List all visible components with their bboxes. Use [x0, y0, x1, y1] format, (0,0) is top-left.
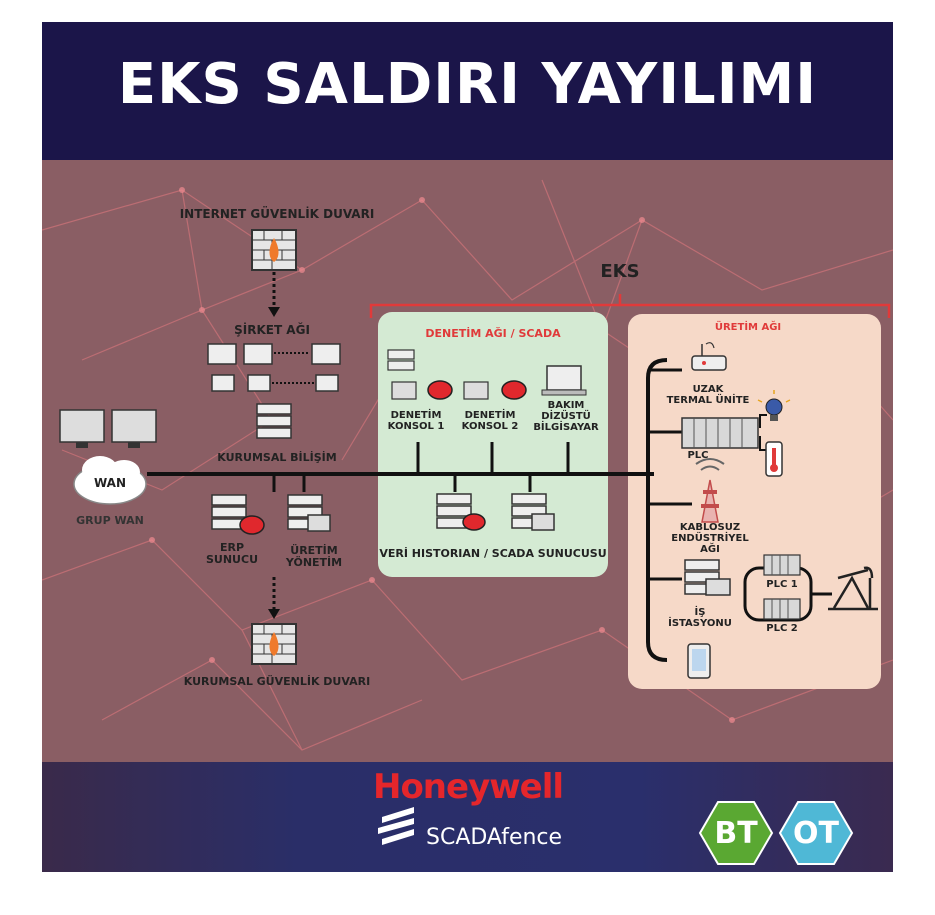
- production-bus: [646, 358, 668, 662]
- network-diagram: [59, 229, 891, 865]
- bt-badge-text: BT: [714, 816, 758, 851]
- honeywell-logo: Honeywell: [372, 767, 564, 807]
- corporate-network-icons: [207, 343, 341, 392]
- infographic: EKS SALDIRI YAYILIMI: [42, 22, 893, 872]
- group-wan-label: GRUP WAN: [76, 514, 144, 527]
- bt-badge: [698, 801, 774, 865]
- thermometer-icon: [765, 441, 783, 477]
- console-1-icon: [387, 349, 453, 400]
- wireless-tower-icon: [695, 458, 725, 523]
- plc-label: PLC: [687, 450, 709, 461]
- pump-jack-icon: [828, 566, 878, 611]
- monitor-icon: [59, 409, 157, 448]
- corporate-network-label: ŞİRKET AĞI: [234, 323, 310, 337]
- eks-bracket: [369, 303, 891, 318]
- mobile-device-icon: [687, 643, 711, 679]
- plc-1-icon: [763, 554, 801, 576]
- firewall-icon: [251, 623, 297, 665]
- plc-1-label: PLC 1: [766, 579, 798, 590]
- corporate-it-label: KURUMSAL BİLİŞİM: [217, 451, 337, 464]
- rtu-icon: [691, 342, 727, 371]
- eks-label: EKS: [600, 261, 640, 282]
- laptop-icon: [541, 365, 587, 396]
- header-banner: EKS SALDIRI YAYILIMI: [42, 22, 893, 160]
- internet-firewall-label: INTERNET GÜVENLİK DUVARI: [179, 207, 375, 221]
- console-2-icon: [463, 380, 527, 400]
- erp-server-icon: [211, 494, 265, 535]
- corporate-firewall-label: KURUMSAL GÜVENLİK DUVARI: [183, 675, 371, 688]
- production-management-icon: [287, 494, 331, 532]
- historian-label: VERİ HISTORIAN / SCADA SUNUCUSU: [379, 547, 607, 560]
- historian-server-icon: [436, 493, 486, 531]
- plc-rack-icon: [681, 417, 759, 449]
- plc-2-icon: [763, 598, 801, 620]
- cloud-icon: [73, 456, 147, 505]
- scadafence-logo: [378, 807, 414, 845]
- firewall-icon: [251, 229, 297, 271]
- ot-badge-text: OT: [793, 816, 839, 851]
- scada-server-icon: [511, 493, 555, 531]
- ot-badge: [778, 801, 854, 865]
- scada-panel-title: DENETİM AĞI / SCADA: [425, 327, 561, 340]
- network-pattern: [42, 179, 893, 751]
- plc-2-label: PLC 2: [766, 623, 798, 634]
- light-bulb-icon: [757, 390, 791, 421]
- workstation-icon: [684, 559, 731, 596]
- page-title: EKS SALDIRI YAYILIMI: [117, 52, 818, 117]
- production-panel-title: ÜRETİM AĞI: [714, 322, 782, 333]
- scadafence-logo-text: SCADAfence: [426, 825, 563, 850]
- server-icon: [256, 403, 292, 439]
- wan-label: WAN: [93, 476, 127, 490]
